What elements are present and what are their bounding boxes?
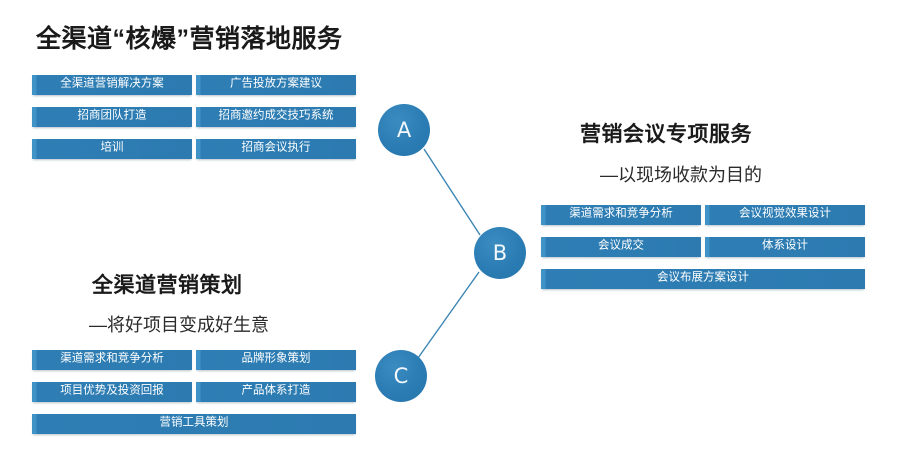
bar-channel-demand-competition-analysis-plan[interactable]: 渠道需求和竞争分析 — [32, 350, 192, 370]
bar-label: 营销工具策划 — [159, 416, 229, 429]
bar-marketing-tool-planning[interactable]: 营销工具策划 — [32, 414, 356, 434]
bar-training[interactable]: 培训 — [32, 139, 192, 159]
bar-project-advantage-roi[interactable]: 项目优势及投资回报 — [32, 382, 192, 402]
bar-investment-conference-execution[interactable]: 招商会议执行 — [196, 139, 356, 159]
bar-conference-closing[interactable]: 会议成交 — [541, 237, 701, 257]
bar-label: 招商邀约成交技巧系统 — [218, 109, 334, 122]
bar-product-system-building[interactable]: 产品体系打造 — [196, 382, 356, 402]
bar-conference-visual-design[interactable]: 会议视觉效果设计 — [705, 205, 865, 225]
node-c[interactable]: C — [375, 350, 427, 402]
bar-label: 品牌形象策划 — [241, 352, 311, 365]
node-a-label: A — [396, 118, 412, 142]
group-subtitle-marketing-conference-service: —以现场收款为目的 — [600, 165, 762, 185]
bar-label: 全渠道营销解决方案 — [60, 77, 164, 90]
bar-label: 体系设计 — [762, 239, 808, 252]
bar-brand-image-planning[interactable]: 品牌形象策划 — [196, 350, 356, 370]
bar-system-design[interactable]: 体系设计 — [705, 237, 865, 257]
bar-investment-team-building[interactable]: 招商团队打造 — [32, 107, 192, 127]
bar-ad-placement-proposal[interactable]: 广告投放方案建议 — [196, 75, 356, 95]
bar-invitation-closing-system[interactable]: 招商邀约成交技巧系统 — [196, 107, 356, 127]
connector-b-to-c — [417, 271, 480, 359]
connector-a-to-b — [423, 148, 481, 236]
node-a[interactable]: A — [378, 104, 430, 156]
bar-label: 广告投放方案建议 — [230, 77, 322, 90]
bar-label: 渠道需求和竞争分析 — [60, 352, 164, 365]
bar-omnichannel-solution[interactable]: 全渠道营销解决方案 — [32, 75, 192, 95]
bar-label: 会议布展方案设计 — [657, 271, 749, 284]
node-b[interactable]: B — [474, 227, 526, 279]
bar-label: 会议成交 — [598, 239, 644, 252]
group-subtitle-omnichannel-marketing-planning: —将好项目变成好生意 — [89, 315, 269, 335]
node-b-label: B — [492, 241, 508, 265]
group-title-omnichannel-landing-service: 全渠道“核爆”营销落地服务 — [36, 25, 343, 53]
bar-channel-demand-competition-analysis-conf[interactable]: 渠道需求和竞争分析 — [541, 205, 701, 225]
bar-label: 招商会议执行 — [241, 141, 311, 154]
bar-label: 项目优势及投资回报 — [60, 384, 164, 397]
bar-conference-layout-plan-design[interactable]: 会议布展方案设计 — [541, 269, 865, 289]
node-c-label: C — [393, 364, 409, 388]
bar-label: 产品体系打造 — [241, 384, 311, 397]
bar-label: 渠道需求和竞争分析 — [569, 207, 673, 220]
group-title-omnichannel-marketing-planning: 全渠道营销策划 — [92, 274, 243, 297]
bar-label: 培训 — [100, 141, 124, 154]
bar-label: 招商团队打造 — [77, 109, 147, 122]
bar-label: 会议视觉效果设计 — [739, 207, 831, 220]
group-title-marketing-conference-service: 营销会议专项服务 — [580, 123, 752, 146]
